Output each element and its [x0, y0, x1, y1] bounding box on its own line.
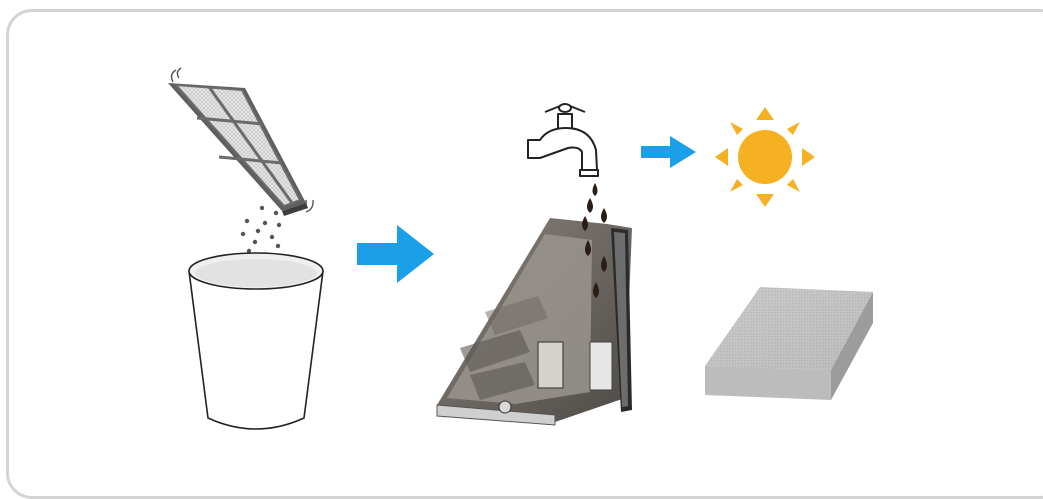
filter-frame	[168, 83, 308, 216]
water-drops	[582, 183, 607, 298]
faucet	[527, 103, 599, 177]
dust-box	[436, 218, 632, 426]
waste-bin	[188, 252, 324, 430]
clean-filter-block	[705, 287, 873, 400]
filter-over-bin-icon	[168, 67, 324, 430]
next-step-arrow	[357, 225, 434, 283]
faucet-rinse-dust-box-icon	[436, 103, 632, 426]
next-step-arrow-small	[641, 136, 696, 168]
dust-particles	[240, 205, 282, 259]
sun-icon	[715, 107, 815, 207]
